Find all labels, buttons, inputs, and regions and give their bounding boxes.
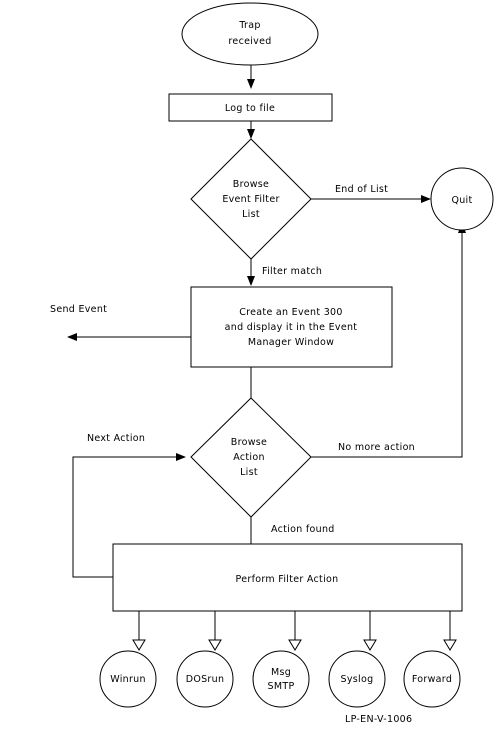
node-label: Browse	[231, 437, 267, 448]
node-label: List	[240, 467, 258, 478]
edge-no-more-action	[311, 223, 466, 458]
edge-label-send-event: Send Event	[50, 304, 107, 315]
node-trap-received: Trap received	[181, 2, 319, 66]
edge-label-action-found: Action found	[271, 524, 335, 535]
node-label: List	[242, 209, 260, 220]
node-log-to-file: Log to file	[168, 93, 333, 122]
node-quit: Quit	[430, 167, 494, 231]
node-perform-filter-action: Perform Filter Action	[112, 543, 463, 612]
node-label: Browse	[233, 179, 269, 190]
edge-next-action	[72, 453, 186, 578]
node-label: Create an Event 300	[239, 307, 343, 318]
node-label: Manager Window	[248, 337, 334, 348]
edge-label-filter-match: Filter match	[262, 266, 322, 277]
node-msg-smtp: Msg SMTP	[252, 650, 310, 708]
node-label: Trap	[238, 20, 260, 31]
node-label: Log to file	[225, 103, 275, 114]
node-label: Event Filter	[222, 194, 279, 205]
node-forward: Forward	[403, 650, 461, 708]
node-label: Perform Filter Action	[236, 574, 339, 585]
node-label: Action	[233, 452, 265, 463]
figure-id: LP-EN-V-1006	[345, 714, 412, 725]
node-label: Winrun	[110, 674, 146, 685]
edge-label-end-of-list: End of List	[335, 184, 388, 195]
node-label: Forward	[412, 674, 452, 685]
node-create-event: Create an Event 300 and display it in th…	[190, 286, 393, 368]
node-syslog: Syslog	[328, 650, 386, 708]
node-browse-event-filter-list: Browse Event Filter List	[190, 138, 312, 260]
node-dosrun: DOSrun	[176, 650, 234, 708]
node-label: Syslog	[341, 674, 374, 685]
node-winrun: Winrun	[99, 650, 157, 708]
node-label: received	[228, 36, 271, 47]
node-label: and display it in the Event	[225, 322, 358, 333]
node-label: Quit	[451, 195, 472, 206]
node-label: SMTP	[268, 681, 295, 692]
edge-label-next-action: Next Action	[87, 433, 145, 444]
node-label: DOSrun	[186, 674, 225, 685]
edge-label-no-more-action: No more action	[338, 442, 415, 453]
connectors	[67, 65, 466, 651]
node-label: Msg	[271, 667, 291, 678]
node-browse-action-list: Browse Action List	[190, 397, 312, 518]
